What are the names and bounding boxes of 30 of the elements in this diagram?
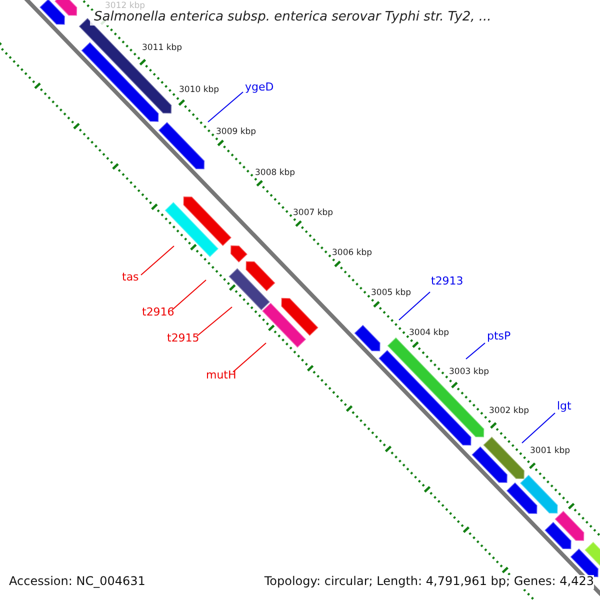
gene-label: tas (122, 272, 139, 284)
scale-label: 3003 kbp (449, 368, 490, 378)
scale-label: 3011 kbp (142, 44, 182, 54)
leader-line (466, 342, 486, 360)
scale-label: 3005 kbp (371, 289, 412, 299)
leader-line (232, 342, 266, 372)
scale-label: 3009 kbp (216, 128, 256, 138)
gene-label: mutH (206, 370, 236, 382)
scale-label: 3001 kbp (530, 447, 570, 457)
leader-line (172, 280, 206, 310)
scale-label: 3002 kbp (489, 407, 530, 417)
scale-label: 3004 kbp (409, 329, 450, 339)
gene-label: ptsP (487, 330, 511, 344)
gene-label: t2913 (431, 276, 464, 288)
gene-label: t2915 (167, 332, 200, 346)
leader-line (140, 246, 174, 276)
gene-label: lgt (557, 400, 572, 414)
leader-line (208, 92, 244, 122)
genome-summary-text: Topology: circular; Length: 4,791,961 bp; Genes: 4,423 (264, 575, 594, 589)
scale-label: 3007 kbp (293, 209, 334, 219)
accession-text: Accession: NC_004631 (9, 575, 146, 589)
scale-label: 3012 kbp (105, 2, 146, 12)
scale-label: 3006 kbp (332, 249, 372, 259)
leader-line (522, 412, 556, 444)
gene-label: ygeD (245, 82, 274, 94)
leader-line (398, 292, 430, 320)
scale-label: 3010 kbp (179, 86, 220, 96)
scale-label: 3008 kbp (255, 169, 296, 179)
leader-line (196, 306, 232, 336)
gene-label: t2916 (142, 306, 174, 320)
